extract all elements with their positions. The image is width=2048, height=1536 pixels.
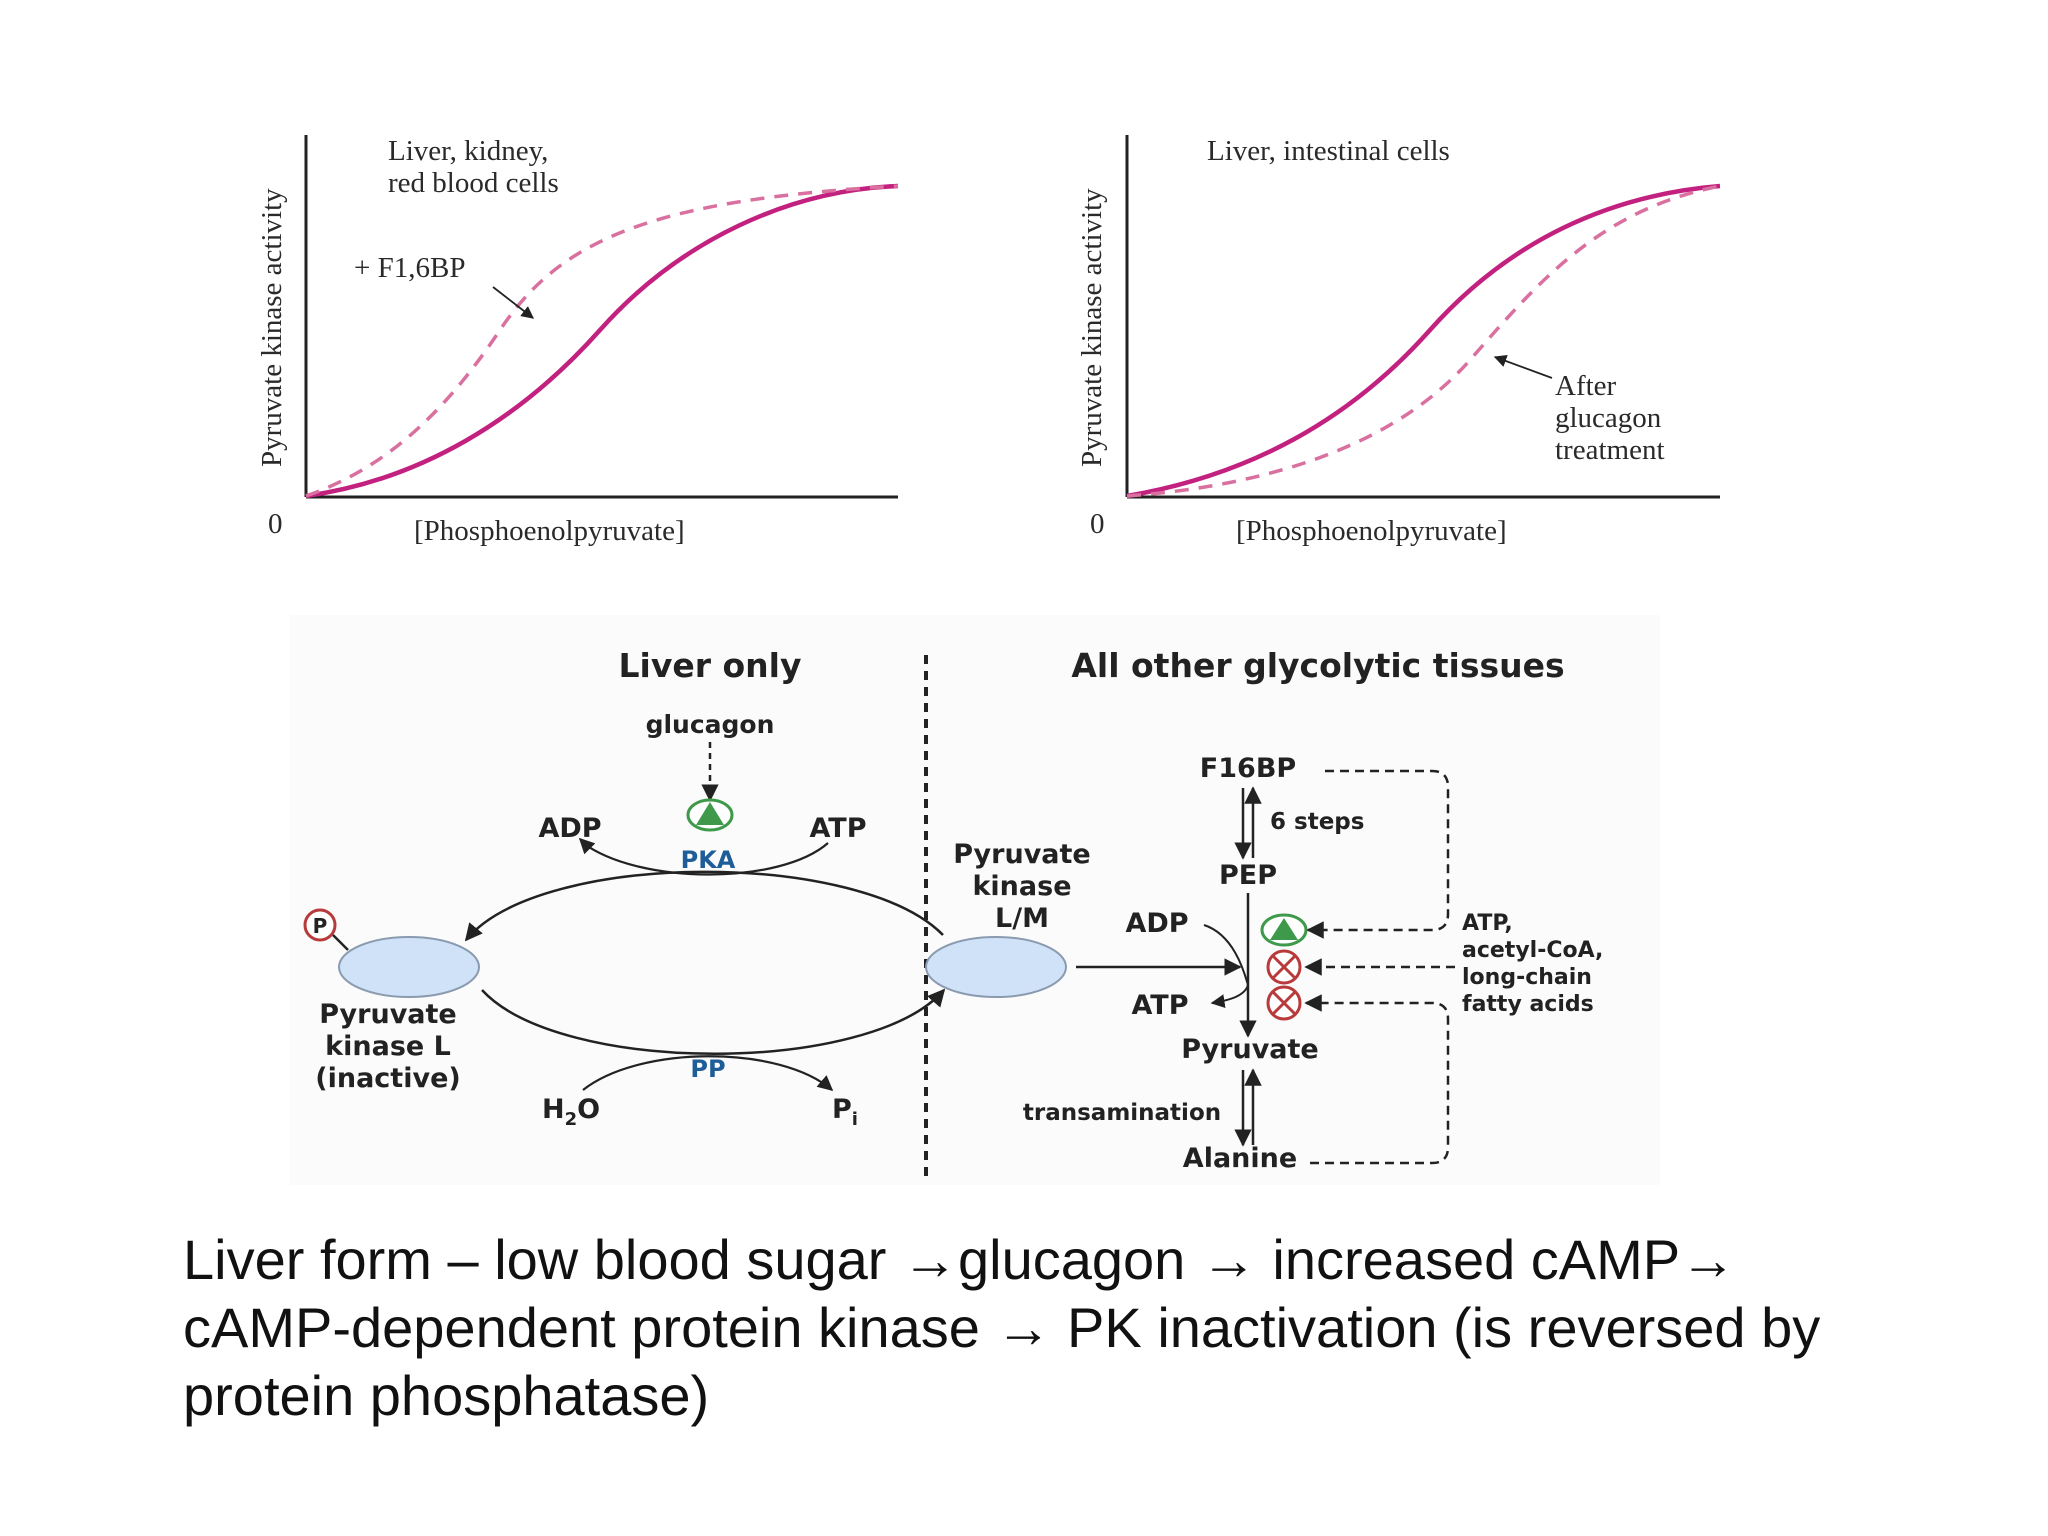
diagram-background	[290, 615, 1660, 1185]
inhibitor-label-line1: ATP,	[1462, 911, 1513, 936]
pka-label: PKA	[681, 846, 736, 874]
origin-label: 0	[268, 508, 283, 540]
pp-arc	[582, 1055, 834, 1092]
annotation-arrow	[1493, 355, 1553, 379]
x-axis-label: [Phosphoenolpyruvate]	[414, 515, 685, 547]
pep-label: PEP	[1219, 860, 1277, 891]
caption-line-1: Liver form – low blood sugar →glucagon →…	[183, 1228, 1737, 1291]
f16bp-feedforward-line	[1306, 769, 1450, 939]
glucagon-annotation-line2: glucagon	[1555, 402, 1662, 434]
pk-lm-label-line2: kinase	[972, 871, 1071, 902]
pyruvate-label: Pyruvate	[1181, 1034, 1318, 1065]
inhibitor-label-line2: acetyl-CoA,	[1462, 938, 1603, 963]
atp-inhibition-icon	[1266, 949, 1302, 985]
alanine-inhibition-line	[1304, 994, 1450, 1165]
phosphate-bond	[332, 934, 349, 951]
inactivation-arc	[464, 870, 944, 942]
regulation-diagram: Liver only All other glycolytic tissues …	[290, 615, 1660, 1185]
inhibitor-label-line3: long-chain	[1462, 965, 1592, 990]
f16bp-annotation: + F1,6BP	[354, 252, 465, 284]
f16bp-label: F16BP	[1200, 753, 1296, 784]
pk-l-label-line1: Pyruvate	[319, 999, 456, 1030]
slide-caption: Liver form – low blood sugar →glucagon →…	[183, 1226, 1903, 1430]
pka-arc	[582, 842, 829, 876]
activity-curve	[1126, 183, 1721, 499]
adp-arrowhead	[578, 837, 596, 855]
phosphate-label: Pi	[832, 1094, 858, 1130]
x-axis-label: [Phosphoenolpyruvate]	[1236, 515, 1507, 547]
graph-title: Liver, intestinal cells	[1207, 135, 1450, 167]
atp-out-arc	[1210, 984, 1249, 1009]
y-axis-label: Pyruvate kinase activity	[1076, 188, 1108, 467]
phosphate-group-icon	[303, 908, 337, 942]
phosphate-group-label: P	[313, 914, 328, 938]
y-axis-label: Pyruvate kinase activity	[256, 188, 288, 467]
glucagon-annotation-line1: After	[1555, 370, 1617, 402]
pk-l-label-line2: kinase L	[325, 1031, 451, 1062]
f16bp-activation-icon	[1260, 913, 1308, 947]
atp-label: ATP	[809, 813, 866, 844]
glucagon-curve	[1126, 184, 1721, 498]
liver-only-heading: Liver only	[619, 646, 802, 685]
adp-label: ADP	[538, 813, 601, 844]
caption-line-2: cAMP-dependent protein kinase → PK inact…	[183, 1296, 1821, 1359]
pyruvate-kinase-lm-enzyme	[925, 936, 1067, 998]
water-label: H2O	[542, 1094, 600, 1130]
transamination-label: transamination	[1023, 1100, 1221, 1126]
alanine-inhibition-icon	[1266, 985, 1302, 1021]
pk-lm-label-line3: L/M	[995, 903, 1049, 934]
pyruvate-kinase-l-enzyme	[338, 936, 480, 998]
six-steps-label: 6 steps	[1270, 809, 1364, 835]
pk-lm-label-line1: Pyruvate	[953, 839, 1090, 870]
graph-title-line1: Liver, kidney,	[388, 135, 548, 167]
activation-icon	[686, 798, 734, 832]
alanine-label: Alanine	[1183, 1143, 1297, 1174]
caption-line-3: protein phosphatase)	[183, 1364, 710, 1427]
pk-l-label-line3: (inactive)	[315, 1063, 460, 1094]
inhibitor-label-line4: fatty acids	[1462, 992, 1594, 1017]
origin-label: 0	[1090, 508, 1105, 540]
graph-liver-kidney-rbc: Liver, kidney, red blood cells + F1,6BP …	[256, 135, 899, 547]
adp-in-arc	[1203, 924, 1249, 986]
activity-curve	[305, 183, 899, 499]
atp-right-label: ATP	[1131, 990, 1188, 1021]
f16bp-curve	[305, 184, 899, 498]
reactivation-arc	[481, 988, 946, 1055]
annotation-arrow	[492, 286, 534, 319]
graph-liver-intestinal: Liver, intestinal cells After glucagon t…	[1076, 135, 1721, 547]
glucagon-label: glucagon	[646, 710, 775, 739]
pp-label: PP	[690, 1055, 725, 1083]
graph-title-line2: red blood cells	[388, 167, 559, 199]
other-tissues-heading: All other glycolytic tissues	[1071, 646, 1564, 685]
adp-right-label: ADP	[1125, 908, 1188, 939]
glucagon-annotation-line3: treatment	[1555, 434, 1665, 466]
